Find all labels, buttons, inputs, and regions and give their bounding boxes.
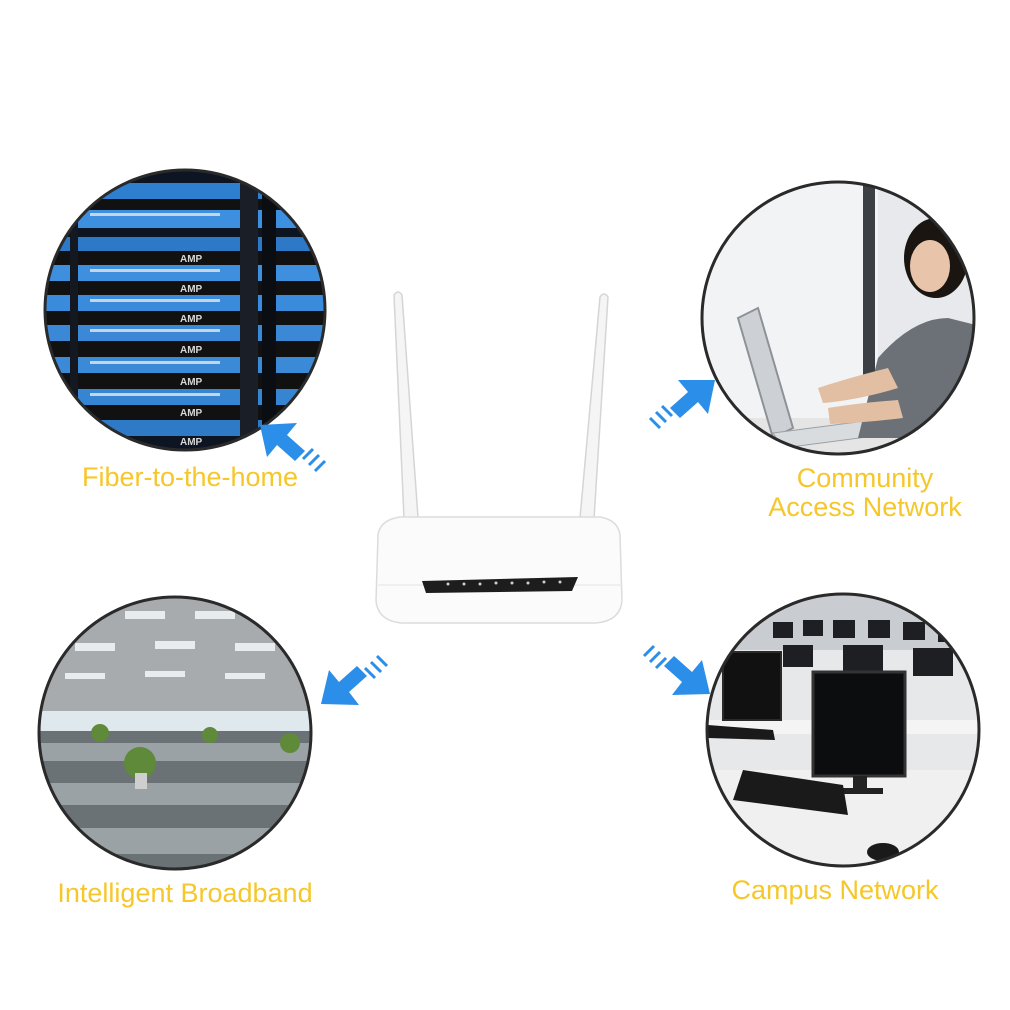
amp-label: AMP [180,314,203,325]
amp-label: AMP [180,437,203,448]
amp-label: AMP [180,254,203,265]
fiber-rack-image: AMP AMP AMP AMP AMP AMP AMP [40,165,330,455]
campus-lab-image [703,590,983,870]
amp-label: AMP [180,408,203,419]
community-label-line1: Community [796,463,934,493]
amp-label: AMP [180,377,203,388]
arrow-to-community-icon [640,372,720,432]
router-image [360,285,640,630]
community-office-image [698,178,978,458]
broadband-label: Intelligent Broadband [57,878,313,908]
ftth-label: Fiber-to-the-home [81,462,299,492]
campus-label: Campus Network [731,875,939,905]
arrow-to-broadband-icon [315,650,395,712]
arrow-to-campus-icon [636,640,716,702]
amp-label: AMP [180,284,203,295]
community-label-line2: Access Network [768,492,962,522]
broadband-office-image [35,593,315,873]
arrow-to-ftth-icon [255,415,335,475]
amp-label: AMP [180,345,203,356]
